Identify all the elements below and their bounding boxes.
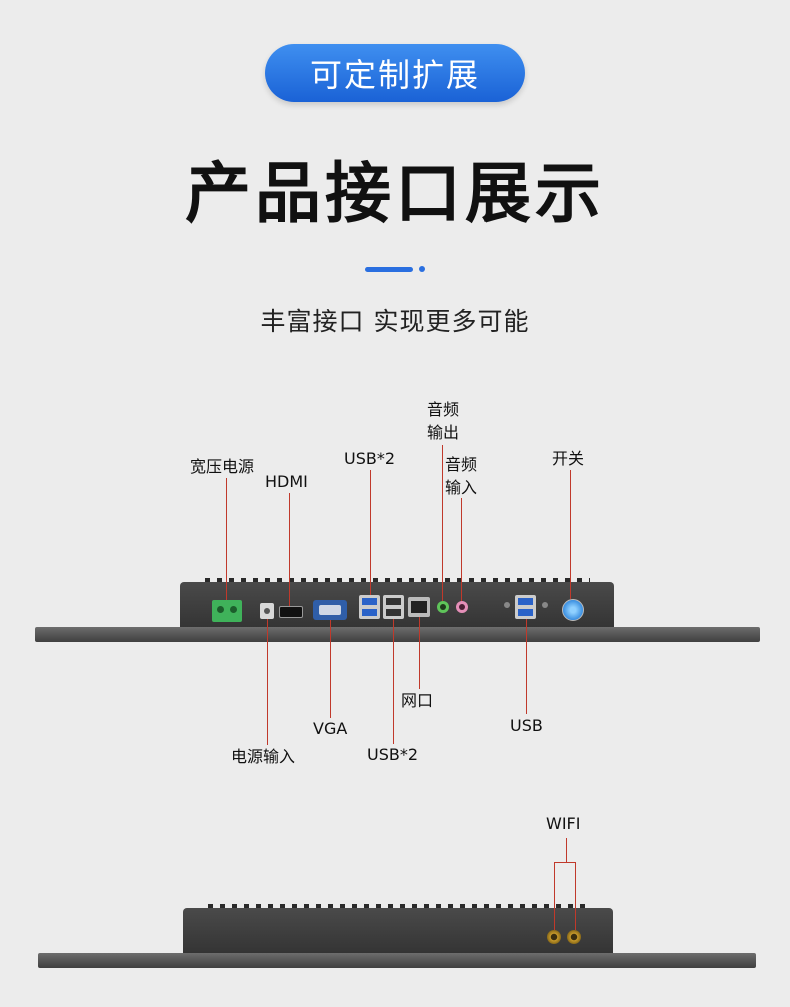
device-antenna-panel [183, 908, 613, 956]
usb3-port-pair [359, 595, 380, 619]
hdmi-port [279, 606, 303, 618]
label-hdmi: HDMI [265, 472, 308, 491]
label-usb: USB [510, 716, 543, 735]
decorative-dot [419, 266, 425, 272]
label-audio-out-line1: 音频 [427, 400, 460, 419]
heatsink-fins [205, 578, 590, 585]
page-subtitle: 丰富接口 实现更多可能 [260, 307, 530, 336]
power-button-icon [562, 599, 584, 621]
decorative-bar [365, 267, 413, 272]
device-bezel [35, 627, 760, 642]
badge-custom-expansion: 可定制扩展 [265, 44, 525, 102]
label-usb2-top: USB*2 [344, 449, 396, 468]
label-audio-out-line2: 输出 [427, 423, 460, 442]
usb2-port-pair [383, 595, 404, 619]
page-title: 产品接口展示 [185, 155, 605, 232]
label-vga: VGA [313, 719, 348, 738]
audio-out-jack [437, 601, 449, 613]
heatsink-fins [208, 904, 588, 911]
label-wide-power: 宽压电源 [190, 457, 255, 476]
label-audio-in-line1: 音频 [445, 455, 478, 474]
wifi-antenna-connector-icon [567, 930, 581, 944]
label-power-switch: 开关 [552, 449, 585, 468]
dc-in-jack [260, 603, 274, 619]
screw-icon [542, 602, 548, 608]
audio-in-jack [456, 601, 468, 613]
label-usb2-bottom: USB*2 [367, 745, 419, 764]
label-audio-in-line2: 输入 [445, 478, 478, 497]
usb-port-rear [515, 595, 536, 619]
label-dc-in: 电源输入 [231, 747, 296, 766]
wifi-antenna-connector-icon [547, 930, 561, 944]
label-wifi: WIFI [546, 814, 581, 833]
vga-port [313, 600, 347, 620]
screw-icon [504, 602, 510, 608]
wide-power-terminal [212, 600, 242, 622]
lan-port [408, 597, 430, 617]
device-bezel [38, 953, 756, 968]
label-lan: 网口 [401, 691, 434, 710]
